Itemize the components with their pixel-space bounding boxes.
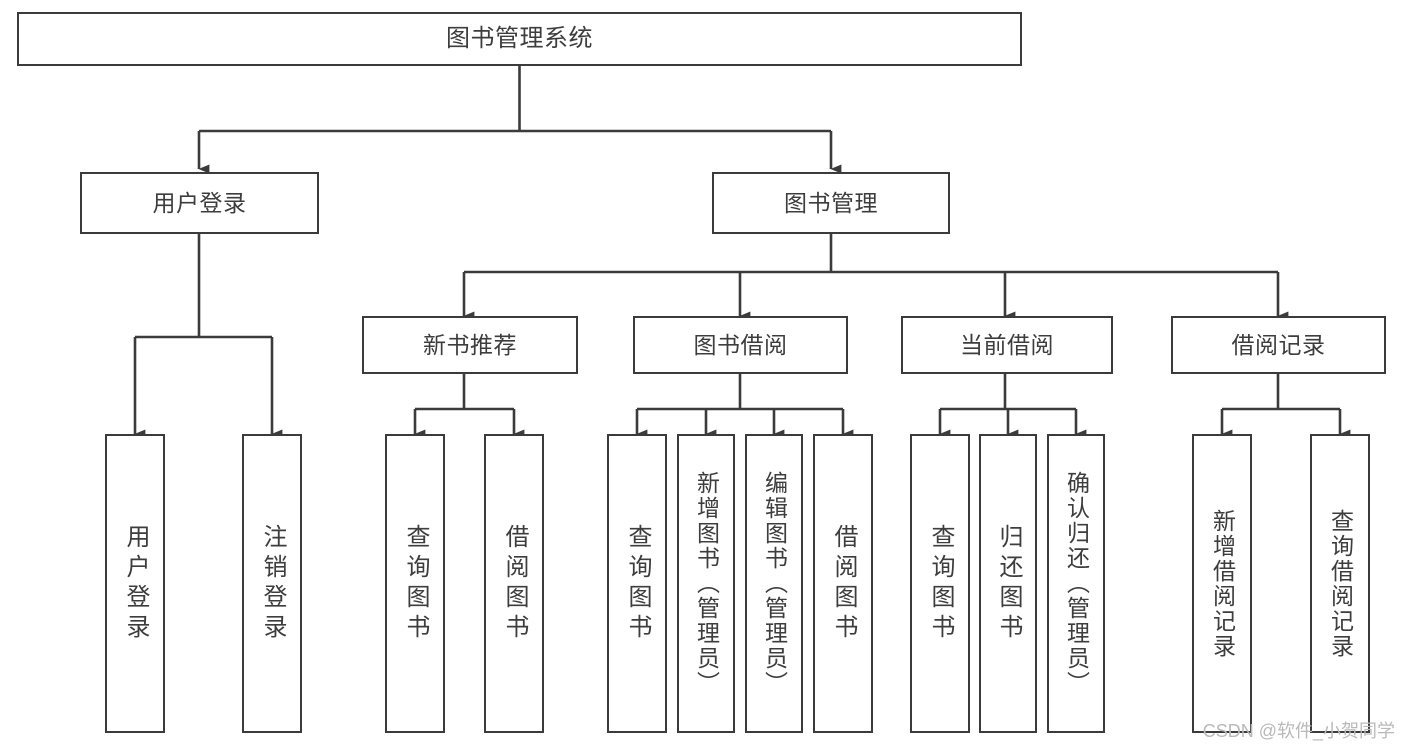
node-leaf-add-record[interactable]: 新增借阅记录: [1192, 434, 1252, 733]
node-label: 确认归还（管理员）: [1063, 471, 1090, 696]
node-leaf-logout-login[interactable]: 注销登录: [242, 434, 302, 733]
node-label: 借阅记录: [1231, 331, 1326, 358]
node-leaf-query-record[interactable]: 查询借阅记录: [1310, 434, 1370, 733]
node-borrow-record[interactable]: 借阅记录: [1171, 316, 1386, 374]
csdn-watermark: CSDN @软件_小贺同学: [1202, 721, 1395, 741]
node-label: 图书管理: [784, 189, 878, 216]
node-label: 查询借阅记录: [1327, 508, 1354, 659]
node-book-borrow[interactable]: 图书借阅: [633, 316, 848, 374]
node-leaf-query-book-3[interactable]: 查询图书: [910, 434, 970, 733]
node-label: 图书管理系统: [446, 25, 593, 53]
node-leaf-borrow-book-1[interactable]: 借阅图书: [484, 434, 544, 733]
node-label: 借阅图书: [830, 523, 857, 644]
node-leaf-query-book-1[interactable]: 查询图书: [385, 434, 445, 733]
node-leaf-borrow-book-2[interactable]: 借阅图书: [813, 434, 873, 733]
node-label: 新增图书（管理员）: [693, 471, 720, 696]
node-current-borrow[interactable]: 当前借阅: [901, 316, 1113, 374]
node-leaf-add-book[interactable]: 新增图书（管理员）: [677, 434, 735, 733]
node-new-book-recommend[interactable]: 新书推荐: [362, 316, 578, 374]
node-leaf-confirm-return[interactable]: 确认归还（管理员）: [1047, 434, 1105, 733]
node-label: 当前借阅: [960, 331, 1054, 358]
node-label: 用户登录: [152, 189, 247, 216]
node-label: 查询图书: [624, 523, 651, 644]
node-label: 归还图书: [995, 523, 1022, 644]
node-label: 查询图书: [927, 523, 954, 644]
node-leaf-query-book-2[interactable]: 查询图书: [607, 434, 667, 733]
node-label: 图书借阅: [693, 331, 788, 358]
node-book-management[interactable]: 图书管理: [712, 172, 950, 234]
node-label: 注销登录: [259, 523, 286, 644]
node-leaf-return-book[interactable]: 归还图书: [979, 434, 1037, 733]
node-leaf-edit-book[interactable]: 编辑图书（管理员）: [745, 434, 803, 733]
node-label: 编辑图书（管理员）: [761, 471, 788, 696]
node-label: 新书推荐: [423, 331, 517, 358]
node-label: 借阅图书: [501, 523, 528, 644]
node-root-book-management-system[interactable]: 图书管理系统: [17, 12, 1022, 66]
node-label: 新增借阅记录: [1209, 508, 1236, 659]
node-label: 用户登录: [122, 523, 149, 644]
node-user-login[interactable]: 用户登录: [80, 172, 319, 234]
node-label: 查询图书: [402, 523, 429, 644]
node-leaf-user-login[interactable]: 用户登录: [105, 434, 165, 733]
